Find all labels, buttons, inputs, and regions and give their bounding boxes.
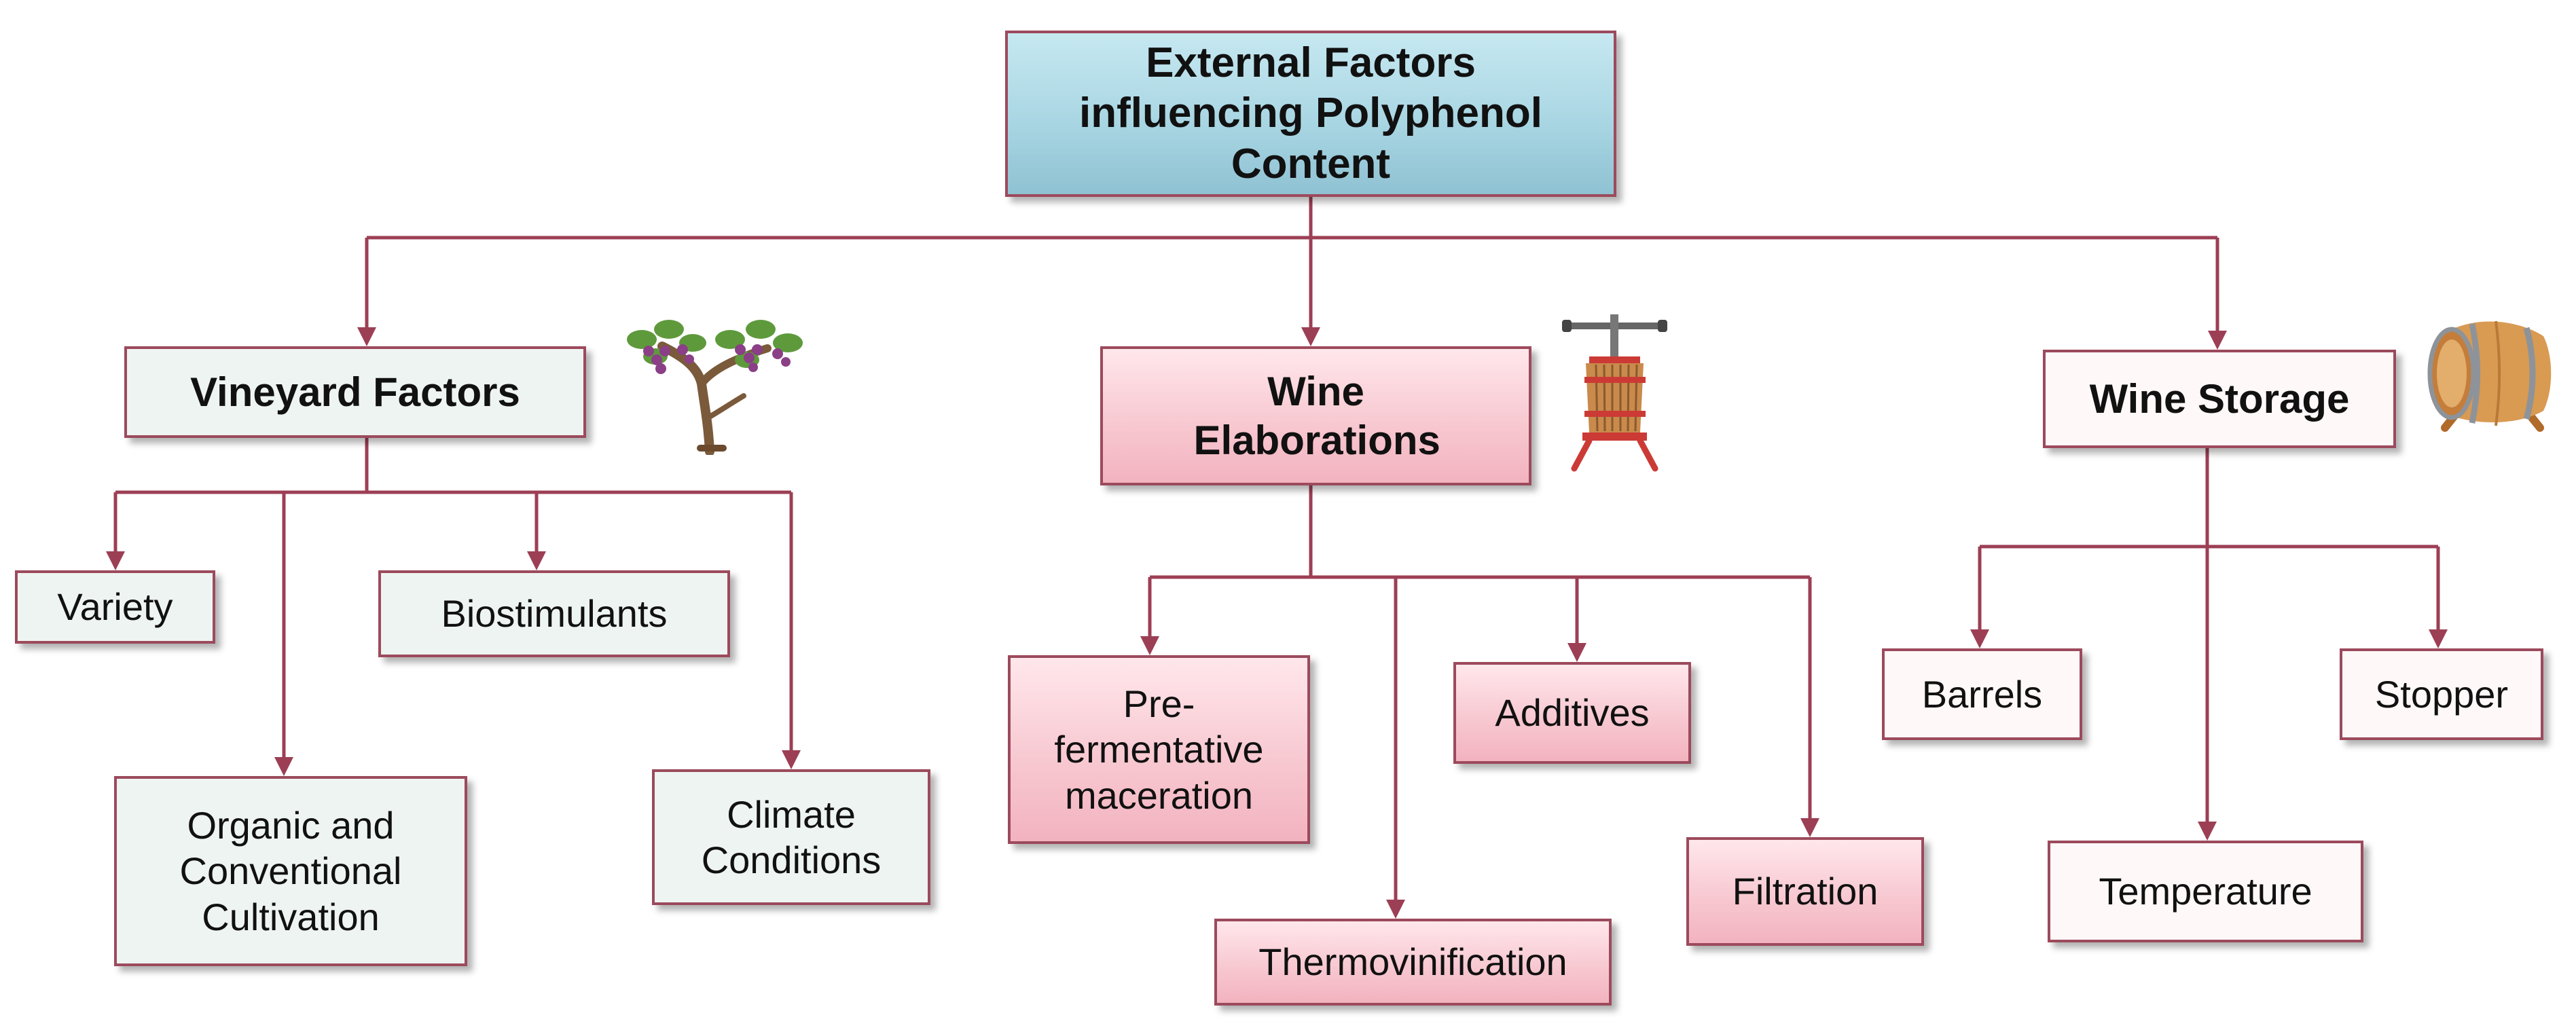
leaf-biostimulants-label: Biostimulants <box>441 592 668 636</box>
leaf-filtration: Filtration <box>1686 837 1924 946</box>
arrowhead <box>1567 643 1586 662</box>
leaf-variety: Variety <box>15 570 215 644</box>
category-wine-elaborations: Wine Elaborations <box>1100 346 1531 485</box>
arrowhead <box>1386 900 1405 919</box>
leaf-barrels: Barrels <box>1882 648 2082 740</box>
leaf-thermovinification: Thermovinification <box>1214 919 1612 1006</box>
leaf-temperature: Temperature <box>2048 841 2363 942</box>
leaf-pre-fermentative-maceration: Pre-fermentative maceration <box>1008 655 1310 844</box>
wine-press-icon <box>1562 314 1667 472</box>
grapevine-icon <box>627 320 803 455</box>
arrowhead <box>2429 629 2448 648</box>
arrowhead <box>1301 327 1320 346</box>
root-title: External Factors influencing Polyphenol … <box>1079 39 1542 187</box>
barrel-icon <box>2427 320 2552 432</box>
leaf-temperature-label: Temperature <box>2099 870 2312 913</box>
leaf-climate-conditions-label: Climate Conditions <box>701 792 882 881</box>
leaf-additives-label: Additives <box>1495 691 1650 735</box>
leaf-thermovinification-label: Thermovinification <box>1258 940 1567 984</box>
category-vineyard-factors: Vineyard Factors <box>124 346 586 438</box>
arrowhead <box>1970 629 1989 648</box>
leaf-biostimulants: Biostimulants <box>378 570 730 657</box>
arrowhead <box>106 551 125 570</box>
leaf-organic-conventional-cultivation-label: Organic and Conventional Cultivation <box>179 804 402 938</box>
leaf-additives: Additives <box>1453 662 1691 764</box>
arrowhead <box>527 551 546 570</box>
root-node: External Factors influencing Polyphenol … <box>1005 31 1616 197</box>
leaf-organic-conventional-cultivation: Organic and Conventional Cultivation <box>114 776 467 966</box>
leaf-barrels-label: Barrels <box>1921 672 2043 716</box>
category-wine-storage-label: Wine Storage <box>2089 375 2350 422</box>
category-wine-storage: Wine Storage <box>2043 350 2396 448</box>
category-vineyard-factors-label: Vineyard Factors <box>190 369 520 415</box>
leaf-pre-fermentative-maceration-label: Pre-fermentative maceration <box>1054 682 1264 817</box>
arrowhead <box>782 750 801 769</box>
leaf-filtration-label: Filtration <box>1732 870 1879 913</box>
leaf-stopper-label: Stopper <box>2374 672 2509 716</box>
leaf-variety-label: Variety <box>57 585 173 629</box>
leaf-climate-conditions: Climate Conditions <box>652 769 930 905</box>
arrowhead <box>1800 818 1819 837</box>
arrowhead <box>2198 822 2217 841</box>
arrowhead <box>357 327 376 346</box>
arrowhead <box>2208 331 2227 350</box>
arrowhead <box>1140 636 1159 655</box>
arrowhead <box>274 757 293 776</box>
leaf-stopper: Stopper <box>2340 648 2543 740</box>
category-wine-elaborations-label: Wine Elaborations <box>1193 368 1440 463</box>
